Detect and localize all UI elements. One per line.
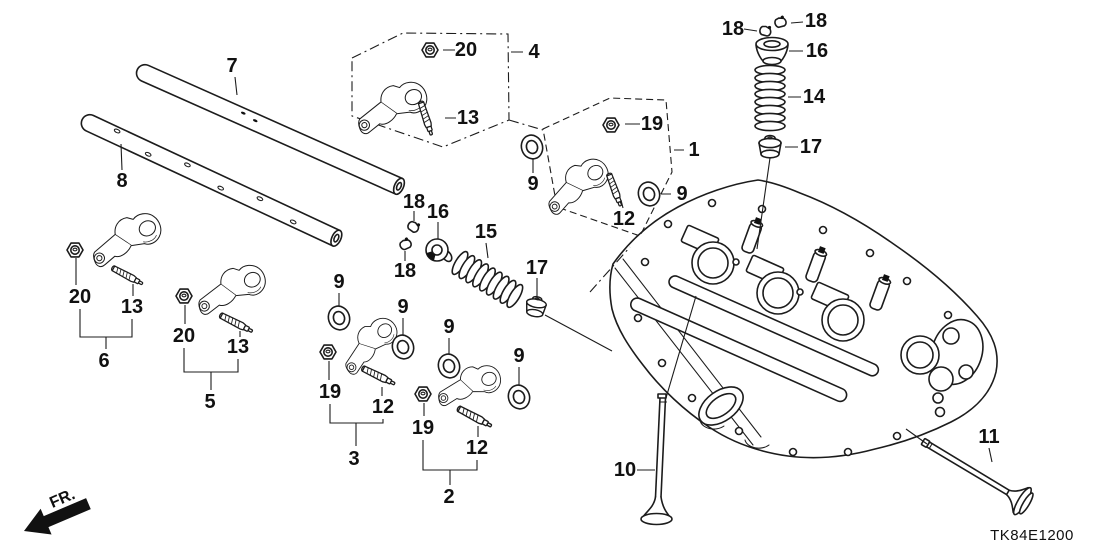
callout-9-g2-left: 9 (443, 316, 454, 338)
cotter-18-a (759, 25, 772, 37)
cotter-18-b (772, 14, 789, 31)
callout-19-g3: 19 (319, 381, 341, 403)
oring-9-g1-right (634, 178, 664, 210)
cam-journal (691, 241, 735, 285)
callout-13-g5: 13 (227, 336, 249, 358)
rocker-arm-5 (192, 262, 271, 316)
valve-spring-15 (451, 250, 524, 309)
callout-20-g5: 20 (173, 325, 195, 347)
callout-15: 15 (475, 221, 497, 243)
nut-20-g6 (66, 242, 84, 258)
cam-journal (756, 271, 800, 315)
callout-9-g3-right: 9 (397, 296, 408, 318)
callout-8: 8 (116, 170, 127, 192)
callout-11: 11 (978, 426, 999, 448)
exhaust-port-window (698, 386, 744, 426)
rocker-arm-1 (538, 154, 617, 217)
part-7-rocker-shaft (135, 63, 406, 196)
callout-17-mid: 17 (526, 257, 548, 279)
callouts: 7 8 20 13 4 19 1 9 12 9 18 18 16 14 17 1… (69, 10, 1000, 508)
callout-9-g2-right: 9 (513, 345, 524, 367)
callout-10: 10 (614, 459, 636, 481)
head-bolt-holes (633, 198, 953, 457)
callout-3: 3 (348, 448, 359, 470)
spark-plug-tube (869, 274, 892, 311)
fr-arrow-icon (24, 498, 91, 535)
bracket-group-5 (183, 305, 241, 390)
diagram-code: TK84E1200 (990, 527, 1074, 544)
callout-13-g6: 13 (121, 296, 143, 318)
oring-9-g1-left (517, 131, 547, 163)
valve-11 (920, 437, 1034, 516)
cylinder-head (609, 179, 998, 459)
cam-journal (821, 298, 865, 342)
section-cut-lines (508, 119, 631, 293)
callout-12-g3: 12 (372, 396, 394, 418)
callout-7: 7 (226, 55, 237, 77)
screw-13-g4 (416, 99, 436, 137)
callout-18-c: 18 (403, 191, 425, 213)
oring-9-g3-left (324, 302, 354, 334)
callout-13-g4: 13 (457, 107, 479, 129)
screw-13-g6 (109, 264, 145, 288)
oring-9-g2-left (434, 350, 464, 382)
intake-port (900, 335, 954, 392)
bracket-group-2 (422, 403, 479, 485)
cotter-18-d (397, 236, 414, 253)
head-rail (668, 275, 880, 377)
callout-19-g2: 19 (412, 417, 434, 439)
oring-9-g2-right (504, 381, 534, 413)
callout-9-g1-left: 9 (527, 173, 538, 195)
spring-seat-17-right (758, 134, 782, 159)
callout-4: 4 (528, 41, 540, 63)
cotter-18-c (405, 219, 422, 235)
spring-seat-17-mid (525, 295, 547, 318)
screw-13-g5 (217, 311, 255, 336)
callout-17-right: 17 (800, 136, 822, 158)
spark-plug-tube (805, 246, 828, 283)
callout-5: 5 (204, 391, 215, 413)
screw-12-g2 (455, 404, 494, 430)
nut-19-g2 (414, 386, 432, 402)
bracket-group-3 (328, 361, 384, 446)
callout-14: 14 (803, 86, 826, 108)
part-1-assembly-box (542, 97, 673, 237)
nut-19-g3 (319, 344, 337, 360)
nut-20-g5 (175, 288, 193, 304)
callout-12-g2: 12 (466, 437, 488, 459)
callout-12-g1: 12 (613, 208, 635, 230)
fr-direction-indicator: FR. (24, 486, 91, 535)
callout-9-g1-right: 9 (676, 183, 687, 205)
callout-20-g4: 20 (455, 39, 477, 61)
head-bottom-detail (699, 419, 770, 449)
head-rail (629, 297, 848, 403)
nut-19-g1 (602, 117, 620, 133)
callout-6: 6 (98, 350, 109, 372)
part-8-rocker-shaft (80, 114, 343, 247)
retainer-16-right (755, 36, 789, 66)
callout-1: 1 (688, 139, 699, 161)
callout-18-a: 18 (722, 18, 744, 40)
valve-10 (640, 393, 673, 526)
spark-plug-tube (741, 217, 764, 254)
callout-16-right: 16 (806, 40, 828, 62)
rocker-arm-6 (85, 209, 167, 269)
screw-12-g3 (359, 364, 397, 388)
nut-20-g4 (421, 42, 439, 58)
callout-18-d: 18 (394, 260, 416, 282)
callout-20-g6: 20 (69, 286, 91, 308)
bracket-group-6 (75, 258, 134, 349)
callout-9-g3-left: 9 (333, 271, 344, 293)
callout-18-b: 18 (805, 10, 827, 32)
callout-19-g1: 19 (641, 113, 663, 135)
valve-spring-14 (754, 64, 786, 132)
retainer-16-mid (425, 238, 453, 263)
callout-2: 2 (443, 486, 454, 508)
leader-lines (120, 21, 993, 471)
callout-16-mid: 16 (427, 201, 449, 223)
